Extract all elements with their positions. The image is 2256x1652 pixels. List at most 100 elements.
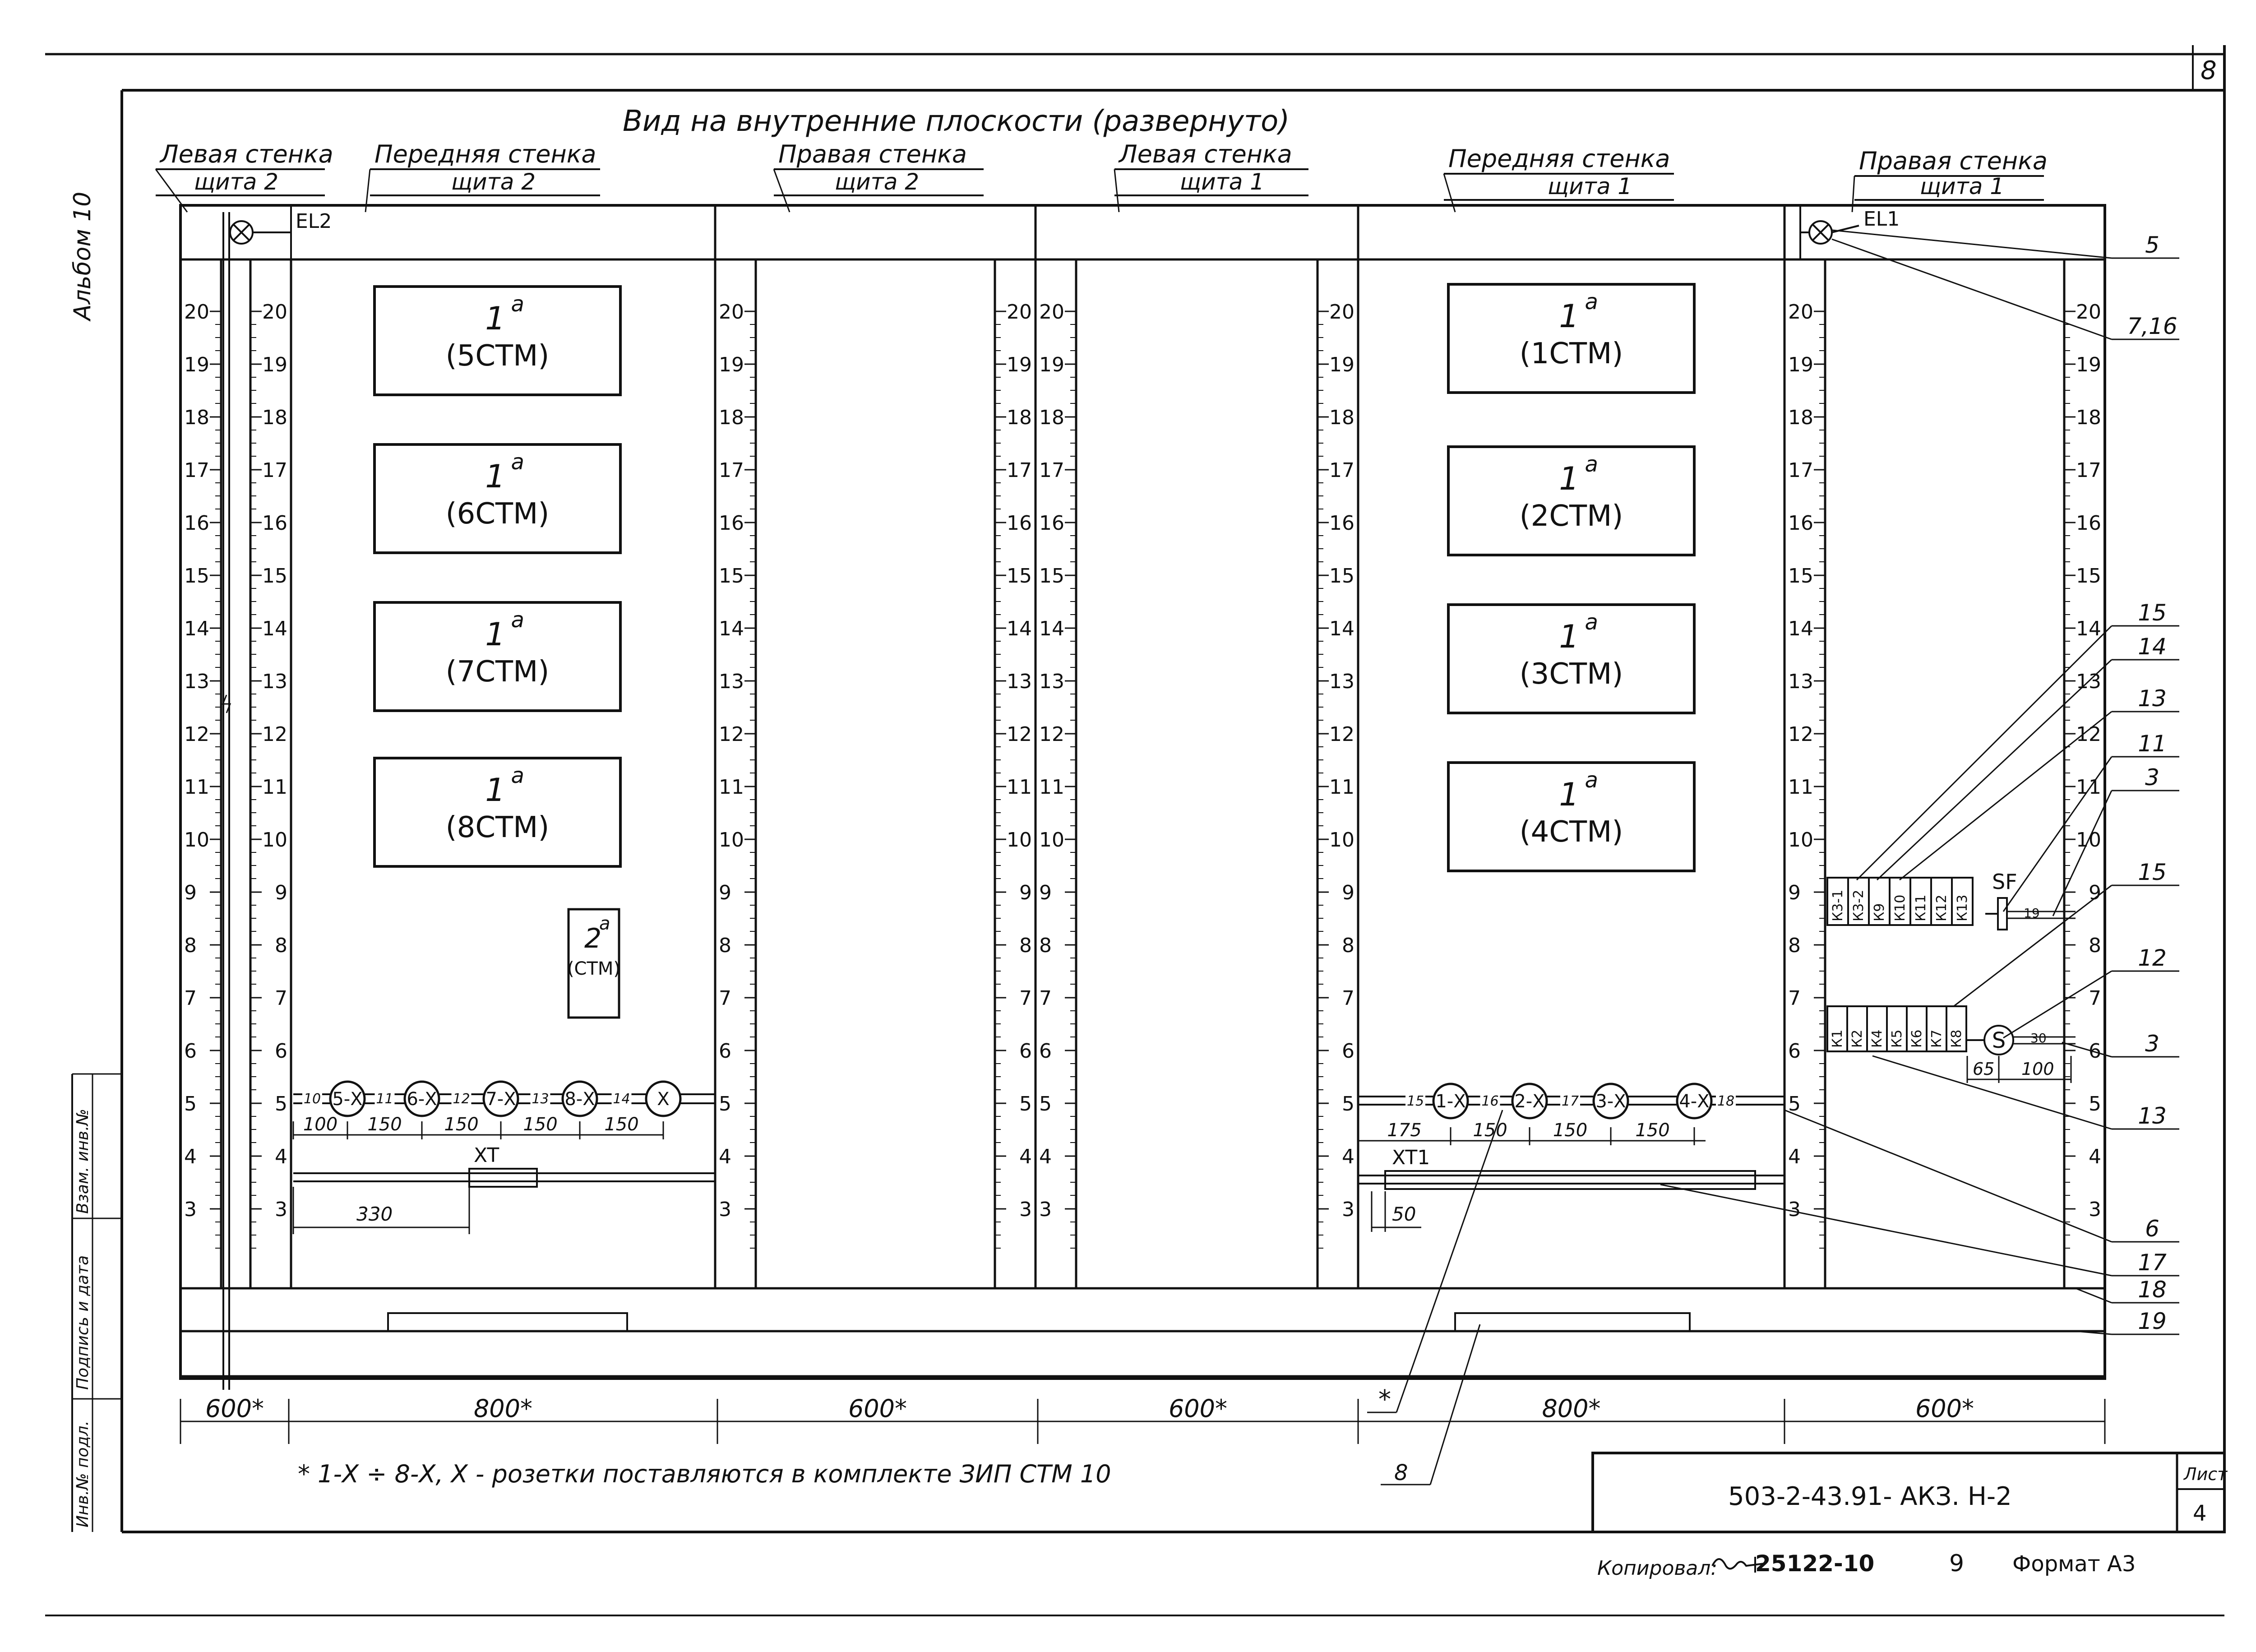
scale-number: 6 <box>1788 1040 1801 1063</box>
terminal-number: 13 <box>532 1091 549 1107</box>
switch-s-term: 30 <box>2030 1031 2047 1046</box>
callout: 6 <box>1784 1109 2179 1243</box>
scale-number: 20 <box>184 301 209 324</box>
socket-terminal: 10 <box>302 1091 322 1107</box>
callout: 15 <box>1856 600 2179 881</box>
scale-number: 14 <box>719 617 744 640</box>
scale-number: 9 <box>275 881 287 904</box>
block-caption: (7СТМ) <box>446 655 550 689</box>
dim-value: 150 <box>1473 1120 1507 1141</box>
scale-number: 17 <box>1788 459 1813 482</box>
scale-number: 20 <box>1788 301 1813 324</box>
bottom-dim-value: 600* <box>205 1394 264 1423</box>
format-label: Формат А3 <box>2012 1551 2136 1577</box>
callout-number: 15 <box>2138 859 2167 885</box>
terminal-block-xt1: XT1 50 <box>1358 1146 1784 1232</box>
block-caption: (1СТМ) <box>1520 337 1623 370</box>
terminal-number: 11 <box>376 1091 393 1107</box>
scale-number: 15 <box>1007 565 1032 588</box>
svg-text:щита 1: щита 1 <box>1548 173 1632 199</box>
switch-s: S 30 65 100 <box>1966 1025 2076 1083</box>
scale-number: 13 <box>1039 670 1064 693</box>
scale-number: 17 <box>184 459 209 482</box>
svg-text:a: a <box>599 913 610 934</box>
socket-terminal: 12 <box>451 1091 472 1107</box>
block-number: 1 <box>485 300 505 337</box>
scale-number: 16 <box>184 512 209 535</box>
order-number: 25122-10 <box>1755 1550 1874 1577</box>
terminal-number: 14 <box>613 1091 630 1107</box>
sheet-number: 4 <box>2193 1501 2207 1526</box>
terminal-number: 15 <box>1407 1093 1424 1109</box>
scale-number: 4 <box>275 1145 287 1168</box>
socket-label: 3-Х <box>1595 1091 1626 1112</box>
bottom-dim-value: 600* <box>1915 1394 1974 1423</box>
svg-text:Передняя стенка: Передняя стенка <box>1448 144 1670 173</box>
side-stamp-replace: Взам. инв.№ <box>74 1109 92 1214</box>
scale-number: 18 <box>1039 406 1064 429</box>
scale-number: 3 <box>1788 1198 1801 1221</box>
socket-terminal: 14 <box>611 1091 632 1107</box>
scale-number: 9 <box>719 881 731 904</box>
scale-number: 13 <box>1007 670 1032 693</box>
panel-header-left-2: Левая стенка щита 2 <box>155 140 333 213</box>
block-caption: (2СТМ) <box>1520 500 1623 533</box>
scale-number: 10 <box>262 828 287 851</box>
svg-text:щита 1: щита 1 <box>1180 169 1264 195</box>
callout-number: 7,16 <box>2127 313 2177 339</box>
scale-number: 10 <box>1788 828 1813 851</box>
panel-header-right-2: Правая стенка щита 2 <box>773 140 984 213</box>
relay-label: К2 <box>1849 1030 1865 1048</box>
scale-number: 16 <box>1329 512 1355 535</box>
socket-label: 4-Х <box>1679 1091 1709 1112</box>
scale-number: 6 <box>1019 1040 1032 1063</box>
scale-number: 19 <box>2076 353 2101 376</box>
socket: 1-Х <box>1432 1083 1469 1120</box>
scale-number: 11 <box>719 776 744 799</box>
block-superscript: a <box>1585 452 1598 477</box>
scale-number: 15 <box>262 565 287 588</box>
terminal-xt-dim: 330 <box>356 1203 393 1225</box>
callout-number: 3 <box>2145 764 2159 791</box>
socket-label: 8-Х <box>564 1089 595 1110</box>
socket: 4-Х <box>1676 1083 1713 1120</box>
block-number: 1 <box>1559 298 1579 335</box>
switch-sf-label: SF <box>1992 870 2017 894</box>
socket: 2-Х <box>1511 1083 1548 1120</box>
scale-number: 13 <box>184 670 209 693</box>
block-caption: (3СТМ) <box>1520 657 1623 691</box>
scale-number: 4 <box>1019 1145 1032 1168</box>
block-superscript: a <box>511 449 524 475</box>
scale-number: 3 <box>275 1198 287 1221</box>
block-caption: (5СТМ) <box>446 339 550 373</box>
socket-terminal: 15 <box>1405 1093 1425 1109</box>
scale-number: 15 <box>1039 565 1064 588</box>
scale-number: 15 <box>719 565 744 588</box>
callout: 13 <box>1872 1055 2179 1130</box>
scale-number: 14 <box>262 617 287 640</box>
scale-number: 7 <box>1788 987 1801 1010</box>
callout: 17 <box>1660 1184 2179 1277</box>
lamp-el1-label: EL1 <box>1863 208 1900 231</box>
socket-label: Х <box>657 1089 669 1110</box>
scale-number: 8 <box>719 934 731 957</box>
svg-text:Правая стенка: Правая стенка <box>778 140 967 168</box>
socket-label: 5-Х <box>332 1089 362 1110</box>
din-rails: 2019181716151413121110987654320191817161… <box>179 259 2106 1288</box>
callout: 18 <box>2075 1277 2179 1304</box>
scale-number: 17 <box>2076 459 2101 482</box>
callout-number: 12 <box>2138 945 2167 971</box>
dim-value: 150 <box>523 1114 557 1135</box>
copier-signature <box>1711 1557 1765 1573</box>
scale-number: 13 <box>262 670 287 693</box>
socket: 3-Х <box>1592 1083 1629 1120</box>
scale-number: 16 <box>719 512 744 535</box>
switch-s-label: S <box>1992 1028 2006 1053</box>
scale-number: 8 <box>1019 934 1032 957</box>
scale-number: 5 <box>719 1092 731 1115</box>
